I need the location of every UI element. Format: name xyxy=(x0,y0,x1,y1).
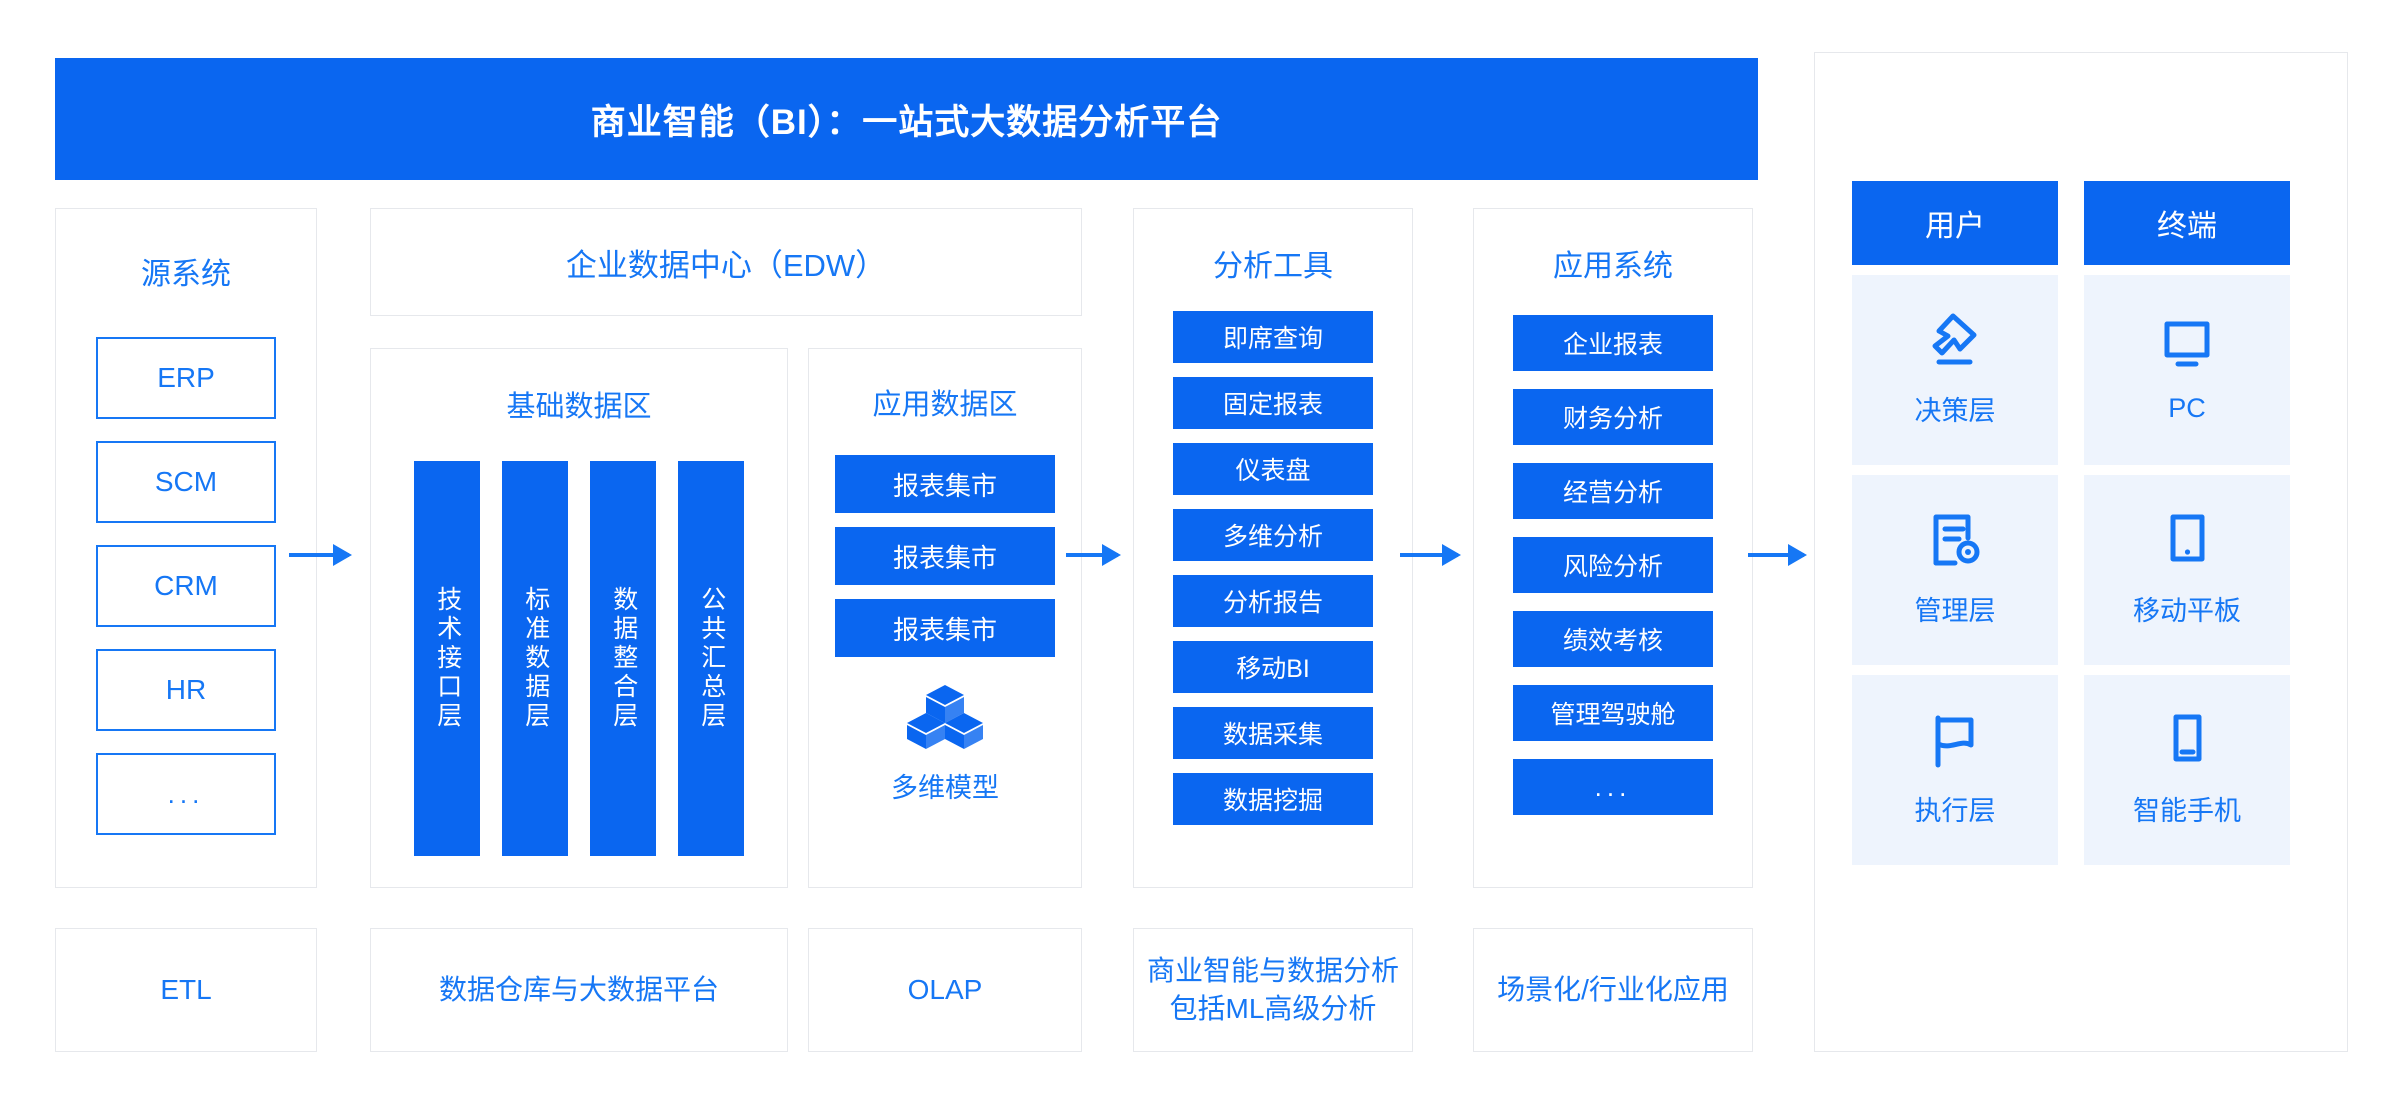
analysis-tool-item[interactable]: 仪表盘 xyxy=(1173,443,1373,495)
users-terminals-panel: 用户 决策层 xyxy=(1814,52,2348,1052)
source-system-item[interactable]: SCM xyxy=(96,441,276,523)
bottom-label-scenario-apps: 场景化/行业化应用 xyxy=(1473,928,1753,1052)
analysis-tool-item[interactable]: 分析报告 xyxy=(1173,575,1373,627)
user-layer-management[interactable]: 管理层 xyxy=(1852,475,2058,665)
report-mart-item[interactable]: 报表集市 xyxy=(835,599,1055,657)
terminals-column: 终端 PC xyxy=(2084,181,2290,865)
application-system-item-more[interactable]: ... xyxy=(1513,759,1713,815)
data-layer-bar[interactable]: 数据整合层 xyxy=(590,461,656,856)
bottom-label-etl: ETL xyxy=(55,928,317,1052)
user-layer-label: 管理层 xyxy=(1914,596,1996,626)
source-systems-list: ERP SCM CRM HR ... xyxy=(96,337,276,835)
basic-data-layer-bars: 技术接口层 标准数据层 数据整合层 公共汇总层 xyxy=(414,461,744,856)
tablet-icon xyxy=(2155,512,2219,575)
bottom-label-line1: 商业智能与数据分析 xyxy=(1146,955,1399,987)
application-system-item[interactable]: 管理驾驶舱 xyxy=(1513,685,1713,741)
analysis-tool-item[interactable]: 多维分析 xyxy=(1173,509,1373,561)
source-systems-card: 源系统 ERP SCM CRM HR ... xyxy=(55,208,317,888)
edw-title: 企业数据中心（EDW） xyxy=(565,247,887,283)
user-layer-label: 决策层 xyxy=(1914,396,1996,426)
bottom-label-text: 数据仓库与大数据平台 xyxy=(438,974,719,1006)
analysis-tool-item[interactable]: 数据挖掘 xyxy=(1173,773,1373,825)
cube-stack-icon xyxy=(906,683,984,756)
users-column: 用户 决策层 xyxy=(1852,181,2058,865)
monitor-icon xyxy=(2155,316,2219,379)
report-mart-list: 报表集市 报表集市 报表集市 xyxy=(835,455,1055,657)
application-data-zone-title: 应用数据区 xyxy=(872,389,1018,421)
bottom-label-warehouse: 数据仓库与大数据平台 xyxy=(370,928,788,1052)
smartphone-icon xyxy=(2155,712,2219,775)
terminal-tablet[interactable]: 移动平板 xyxy=(2084,475,2290,665)
bottom-label-text: 商业智能与数据分析 包括ML高级分析 xyxy=(1147,952,1399,1028)
source-systems-title: 源系统 xyxy=(141,258,231,291)
bottom-label-text: OLAP xyxy=(907,974,983,1006)
source-system-item[interactable]: CRM xyxy=(96,545,276,627)
analysis-tools-card: 分析工具 即席查询 固定报表 仪表盘 多维分析 分析报告 移动BI 数据采集 数… xyxy=(1133,208,1413,888)
basic-data-zone-title: 基础数据区 xyxy=(506,391,652,423)
application-system-item[interactable]: 绩效考核 xyxy=(1513,611,1713,667)
application-systems-title: 应用系统 xyxy=(1553,250,1673,283)
analysis-tool-item[interactable]: 移动BI xyxy=(1173,641,1373,693)
analysis-tools-list: 即席查询 固定报表 仪表盘 多维分析 分析报告 移动BI 数据采集 数据挖掘 xyxy=(1173,311,1373,825)
flag-icon xyxy=(1923,712,1987,775)
bottom-label-line2: 包括ML高级分析 xyxy=(1169,993,1377,1024)
user-layer-label: 执行层 xyxy=(1914,796,1996,826)
analysis-tools-title: 分析工具 xyxy=(1213,250,1333,283)
gavel-icon xyxy=(1923,312,1987,375)
terminal-smartphone[interactable]: 智能手机 xyxy=(2084,675,2290,865)
report-mart-item[interactable]: 报表集市 xyxy=(835,455,1055,513)
user-layer-decision[interactable]: 决策层 xyxy=(1852,275,2058,465)
terminals-header: 终端 xyxy=(2084,181,2290,265)
data-layer-bar[interactable]: 标准数据层 xyxy=(502,461,568,856)
terminal-label: 移动平板 xyxy=(2133,596,2241,626)
arrow-edw-to-tools xyxy=(1066,544,1121,566)
application-systems-list: 企业报表 财务分析 经营分析 风险分析 绩效考核 管理驾驶舱 ... xyxy=(1513,315,1713,815)
banner: 商业智能（BI）：一站式大数据分析平台 xyxy=(55,58,1758,180)
analysis-tool-item[interactable]: 即席查询 xyxy=(1173,311,1373,363)
bottom-label-text: ETL xyxy=(160,974,212,1006)
application-system-item[interactable]: 风险分析 xyxy=(1513,537,1713,593)
ellipsis-label: ... xyxy=(1594,771,1632,802)
source-system-item[interactable]: ERP xyxy=(96,337,276,419)
ellipsis-label: ... xyxy=(167,778,205,809)
document-gear-icon xyxy=(1923,512,1987,575)
bottom-label-olap: OLAP xyxy=(808,928,1082,1052)
users-header: 用户 xyxy=(1852,181,2058,265)
users-terminals-grid: 用户 决策层 xyxy=(1852,181,2310,865)
application-system-item[interactable]: 企业报表 xyxy=(1513,315,1713,371)
application-systems-card: 应用系统 企业报表 财务分析 经营分析 风险分析 绩效考核 管理驾驶舱 ... xyxy=(1473,208,1753,888)
basic-data-zone-card: 基础数据区 技术接口层 标准数据层 数据整合层 公共汇总层 xyxy=(370,348,788,888)
application-system-item[interactable]: 经营分析 xyxy=(1513,463,1713,519)
analysis-tool-item[interactable]: 数据采集 xyxy=(1173,707,1373,759)
data-layer-bar[interactable]: 技术接口层 xyxy=(414,461,480,856)
banner-title: 商业智能（BI）：一站式大数据分析平台 xyxy=(590,102,1223,142)
multidimensional-model: 多维模型 xyxy=(809,683,1081,805)
arrow-tools-to-apps xyxy=(1400,544,1461,566)
application-system-item[interactable]: 财务分析 xyxy=(1513,389,1713,445)
analysis-tool-item[interactable]: 固定报表 xyxy=(1173,377,1373,429)
source-system-item-more[interactable]: ... xyxy=(96,753,276,835)
report-mart-item[interactable]: 报表集市 xyxy=(835,527,1055,585)
multidimensional-model-label: 多维模型 xyxy=(891,773,999,803)
source-system-item[interactable]: HR xyxy=(96,649,276,731)
terminal-pc[interactable]: PC xyxy=(2084,275,2290,465)
data-layer-bar[interactable]: 公共汇总层 xyxy=(678,461,744,856)
arrow-apps-to-users xyxy=(1748,544,1807,566)
application-data-zone-card: 应用数据区 报表集市 报表集市 报表集市 xyxy=(808,348,1082,888)
terminal-label: PC xyxy=(2168,393,2206,423)
terminal-label: 智能手机 xyxy=(2133,796,2241,826)
bottom-label-text: 场景化/行业化应用 xyxy=(1497,974,1729,1006)
arrow-source-to-edw xyxy=(289,544,352,566)
bottom-label-bi-analytics: 商业智能与数据分析 包括ML高级分析 xyxy=(1133,928,1413,1052)
edw-header-card: 企业数据中心（EDW） xyxy=(370,208,1082,316)
user-layer-execution[interactable]: 执行层 xyxy=(1852,675,2058,865)
